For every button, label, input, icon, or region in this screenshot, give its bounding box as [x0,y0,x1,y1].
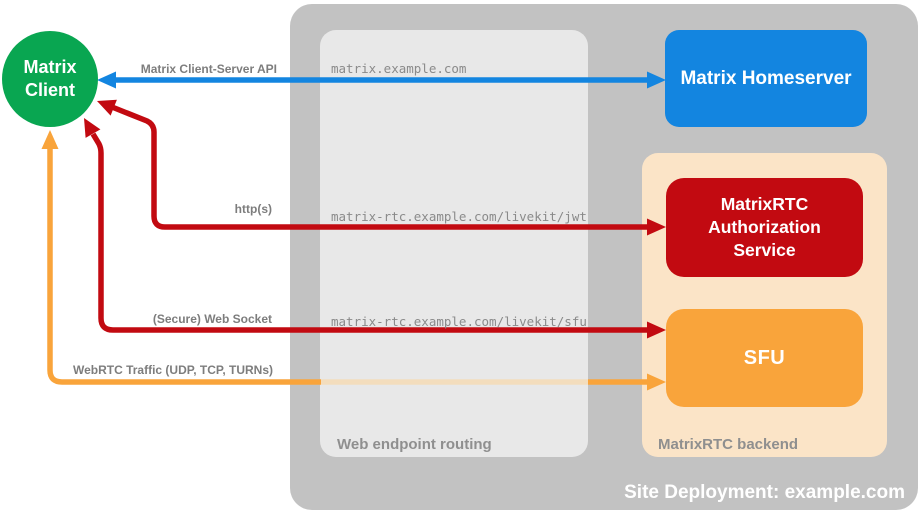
site-deployment-caption: Site Deployment: example.com [624,482,905,503]
https-label: http(s) [234,202,272,216]
sfu-node: SFU [666,309,863,407]
web-endpoint-routing-caption: Web endpoint routing [337,436,492,453]
web-endpoint-routing-panel [320,30,588,457]
webrtc-traffic-label: WebRTC Traffic (UDP, TCP, TURNs) [72,363,273,377]
endpoint-matrix-example-com: matrix.example.com [331,61,467,76]
endpoint-livekit-sfu: matrix-rtc.example.com/livekit/sfu [331,314,587,329]
matrix-homeserver-node: Matrix Homeserver [665,30,867,127]
matrix-client-node: Matrix Client [2,31,98,127]
web-socket-label: (Secure) Web Socket [152,312,272,326]
client-server-api-label: Matrix Client-Server API [140,62,277,76]
matrixrtc-backend-caption: MatrixRTC backend [658,436,799,453]
endpoint-livekit-jwt: matrix-rtc.example.com/livekit/jwt [331,209,587,224]
matrixrtc-authorization-service-node: MatrixRTC Authorization Service [666,178,863,277]
